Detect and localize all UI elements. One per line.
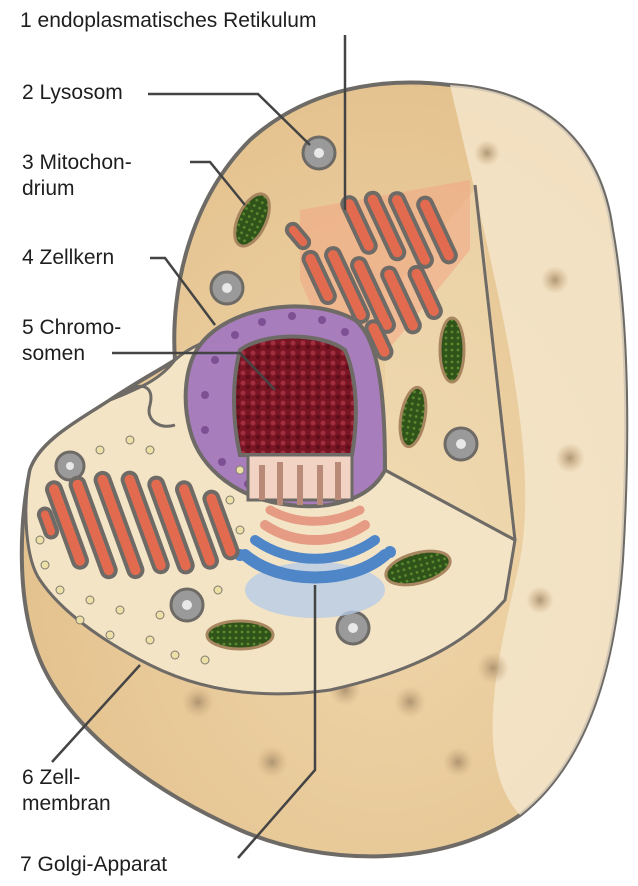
label-mitochondrium-line2: drium	[22, 176, 75, 201]
label-zellmembran-line2: membran	[22, 791, 111, 816]
label-zellmembran-line1: 6 Zell-	[22, 765, 80, 790]
label-golgi-apparat: 7 Golgi-Apparat	[20, 852, 167, 877]
label-endoplasmatisches-retikulum: 1 endoplasmatisches Retikulum	[20, 8, 316, 33]
label-lysosom: 2 Lysosom	[22, 80, 123, 105]
label-chromosomen-line2: somen	[22, 341, 85, 366]
chromosomes	[234, 337, 356, 456]
label-chromosomen-line1: 5 Chromo-	[22, 315, 121, 340]
label-zellkern: 4 Zellkern	[22, 245, 114, 270]
label-mitochondrium-line1: 3 Mitochon-	[22, 150, 132, 175]
